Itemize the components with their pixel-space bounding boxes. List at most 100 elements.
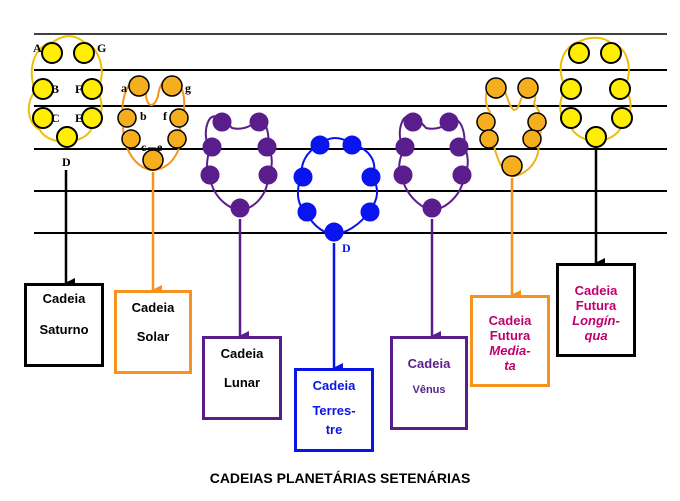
venus-globe-1: [403, 112, 423, 132]
solar-globe-g: [161, 75, 183, 97]
longinqua-globe-3: [560, 78, 582, 100]
saturno-globe-a: [41, 42, 63, 64]
longinqua-globe-1: [568, 42, 590, 64]
terrestre-globe-7: [324, 222, 344, 242]
solar-globe-d: [142, 149, 164, 171]
solar-chain-loop: [121, 75, 186, 172]
lunar-globe-3: [202, 137, 222, 157]
label-a-lower: a: [121, 81, 127, 95]
lunar-globe-4: [257, 137, 277, 157]
saturno-globes: [32, 42, 103, 148]
longinqua-globe-4: [609, 78, 631, 100]
venus-line2: Vênus: [412, 383, 446, 396]
box-cadeia-lunar: Cadeia Lunar: [202, 336, 282, 420]
mediata-globe-1: [485, 77, 507, 99]
box-cadeia-terrestre: Cadeia Terres- tre: [294, 368, 374, 452]
solar-globe-c: [121, 129, 141, 149]
longinqua-globe-2: [600, 42, 622, 64]
solar-globes: [117, 75, 189, 171]
saturno-line2: Saturno: [39, 321, 89, 337]
label-b-lower: b: [140, 109, 147, 123]
mediata-line2: Futura: [489, 327, 531, 343]
saturno-globe-c: [32, 107, 54, 129]
longinqua-line2: Futura: [575, 297, 617, 313]
mediata-globe-5: [479, 129, 499, 149]
label-e-lower: e: [157, 140, 163, 154]
venus-globes: [393, 112, 472, 218]
solar-line1: Cadeia: [131, 300, 175, 315]
label-g-lower: g: [185, 81, 191, 95]
terrestre-globe-2: [342, 135, 362, 155]
venus-globe-3: [395, 137, 415, 157]
solar-globe-labels: a g b f c e: [121, 81, 191, 154]
box-cadeia-longinqua: Cadeia Futura Longín- qua: [556, 263, 636, 357]
label-e: E: [75, 111, 83, 125]
longinqua-line4: qua: [584, 327, 608, 343]
lunar-line2: Lunar: [223, 374, 261, 390]
longinqua-globe-5: [560, 107, 582, 129]
lunar-globe-2: [249, 112, 269, 132]
venus-line1: Cadeia: [407, 356, 451, 371]
label-d: D: [62, 155, 71, 169]
mediata-globe-2: [517, 77, 539, 99]
terrestre-label-d: D: [342, 241, 351, 255]
terrestre-line3: tre: [325, 421, 343, 437]
mediata-globe-7: [501, 155, 523, 177]
mediata-globe-6: [522, 129, 542, 149]
lunar-line1: Cadeia: [220, 346, 264, 361]
terrestre-line1: Cadeia: [312, 378, 356, 393]
terrestre-globe-3: [293, 167, 313, 187]
mediata-globes: [476, 77, 547, 177]
terrestre-globe-4: [361, 167, 381, 187]
diagram-title: CADEIAS PLANETÁRIAS SETENÁRIAS: [209, 470, 471, 486]
label-a: A: [33, 41, 42, 55]
box-cadeia-saturno: Cadeia Saturno: [24, 283, 104, 367]
label-g: G: [97, 41, 106, 55]
mediata-line3: Media-: [489, 342, 531, 358]
longinqua-globe-7: [585, 126, 607, 148]
terrestre-globe-5: [297, 202, 317, 222]
label-f: F: [75, 82, 82, 96]
box-cadeia-mediata: Cadeia Futura Media- ta: [470, 295, 550, 387]
solar-globe-a: [128, 75, 150, 97]
lunar-globe-6: [258, 165, 278, 185]
saturno-globe-g: [73, 42, 95, 64]
lunar-globe-5: [200, 165, 220, 185]
saturno-globe-f: [81, 78, 103, 100]
terrestre-globe-6: [360, 202, 380, 222]
terrestre-globe-1: [310, 135, 330, 155]
saturno-globe-labels: A G B F C E D: [33, 41, 106, 169]
venus-globe-5: [393, 165, 413, 185]
saturno-globe-e: [81, 107, 103, 129]
longinqua-globes: [560, 42, 633, 148]
mediata-line1: Cadeia: [488, 313, 532, 328]
lunar-globes: [200, 112, 278, 218]
mediata-globe-3: [476, 112, 496, 132]
solar-line2: Solar: [136, 328, 170, 344]
terrestre-globes: [293, 135, 381, 242]
label-b: B: [51, 82, 59, 96]
lunar-globe-1: [212, 112, 232, 132]
plane-lines: [34, 33, 667, 234]
saturno-line1: Cadeia: [42, 291, 86, 306]
solar-globe-f: [169, 108, 189, 128]
solar-globe-b: [117, 108, 137, 128]
label-c: C: [51, 111, 60, 125]
label-c-lower: c: [141, 140, 147, 154]
longinqua-line3: Longín-: [572, 312, 620, 328]
mediata-globe-4: [527, 112, 547, 132]
longinqua-globe-6: [611, 107, 633, 129]
terrestre-line2: Terres-: [312, 402, 356, 418]
solar-globe-e: [167, 129, 187, 149]
saturno-globe-b: [32, 78, 54, 100]
longinqua-line1: Cadeia: [574, 283, 618, 298]
box-cadeia-venus: Cadeia Vênus: [390, 336, 468, 430]
venus-globe-2: [439, 112, 459, 132]
venus-globe-4: [449, 137, 469, 157]
lunar-globe-7: [230, 198, 250, 218]
label-f-lower: f: [163, 109, 168, 123]
box-cadeia-solar: Cadeia Solar: [114, 290, 192, 374]
venus-globe-7: [422, 198, 442, 218]
